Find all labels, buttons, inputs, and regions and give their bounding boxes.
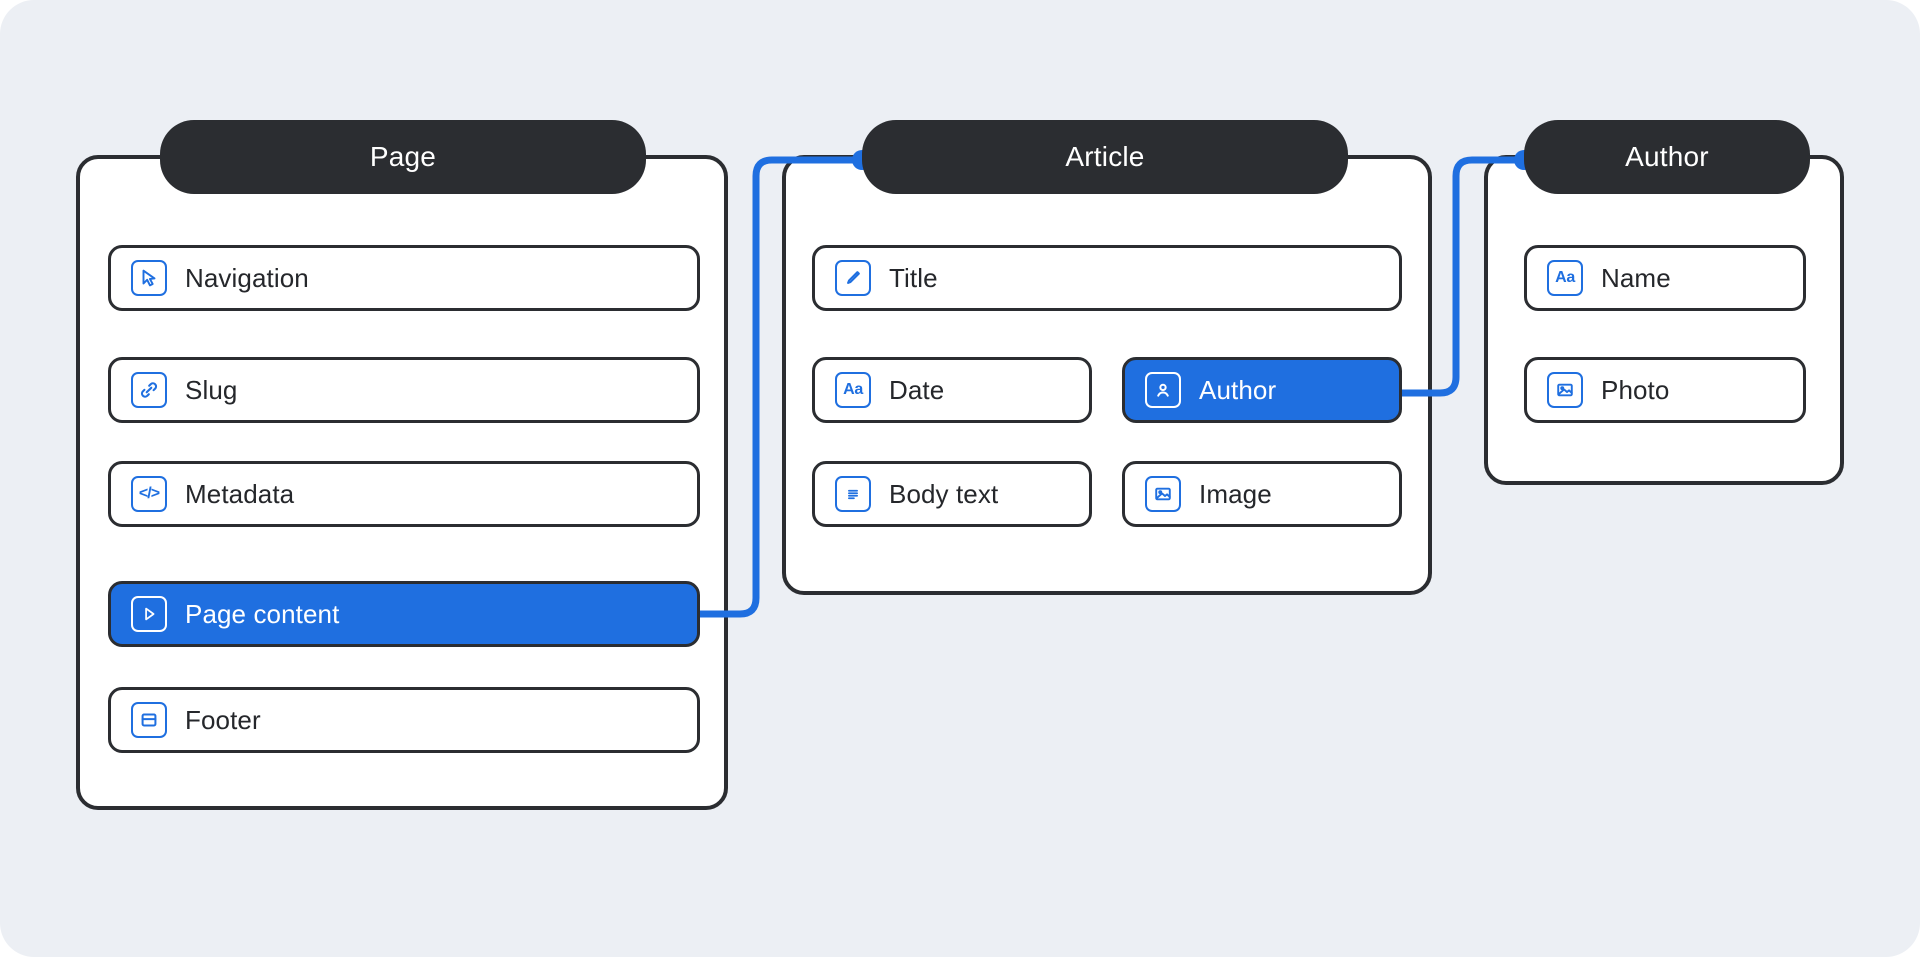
field-label: Footer <box>185 704 261 735</box>
field-label: Page content <box>185 598 340 629</box>
field-metadata[interactable]: </> Metadata <box>108 461 700 527</box>
text-icon: Aa <box>1547 260 1583 296</box>
link-icon <box>131 372 167 408</box>
field-label: Navigation <box>185 262 309 293</box>
code-icon: </> <box>131 476 167 512</box>
card-author <box>1484 155 1844 485</box>
field-slug[interactable]: Slug <box>108 357 700 423</box>
field-author[interactable]: Author <box>1122 357 1402 423</box>
field-name[interactable]: Aa Name <box>1524 245 1806 311</box>
document-icon <box>835 476 871 512</box>
card-header-page: Page <box>160 120 646 194</box>
field-image[interactable]: Image <box>1122 461 1402 527</box>
field-footer[interactable]: Footer <box>108 687 700 753</box>
field-label: Author <box>1199 374 1277 405</box>
user-icon <box>1145 372 1181 408</box>
text-icon: Aa <box>835 372 871 408</box>
card-header-article: Article <box>862 120 1348 194</box>
card-title-page: Page <box>369 141 437 172</box>
field-label: Name <box>1601 262 1671 293</box>
field-page-content[interactable]: Page content <box>108 581 700 647</box>
field-label: Image <box>1199 478 1272 509</box>
field-label: Metadata <box>185 478 295 509</box>
play-icon <box>131 596 167 632</box>
field-navigation[interactable]: Navigation <box>108 245 700 311</box>
image-icon <box>1145 476 1181 512</box>
field-label: Slug <box>185 374 238 405</box>
pencil-icon <box>835 260 871 296</box>
layout-icon <box>131 702 167 738</box>
card-header-author: Author <box>1524 120 1810 194</box>
field-body-text[interactable]: Body text <box>812 461 1092 527</box>
field-label: Date <box>889 374 945 405</box>
field-label: Body text <box>889 478 999 509</box>
image-icon <box>1547 372 1583 408</box>
field-date[interactable]: Aa Date <box>812 357 1092 423</box>
field-title[interactable]: Title <box>812 245 1402 311</box>
field-label: Title <box>889 262 938 293</box>
card-title-author: Author <box>1625 141 1709 172</box>
cursor-icon <box>131 260 167 296</box>
field-label: Photo <box>1601 374 1670 405</box>
card-title-article: Article <box>1065 141 1145 172</box>
field-photo[interactable]: Photo <box>1524 357 1806 423</box>
